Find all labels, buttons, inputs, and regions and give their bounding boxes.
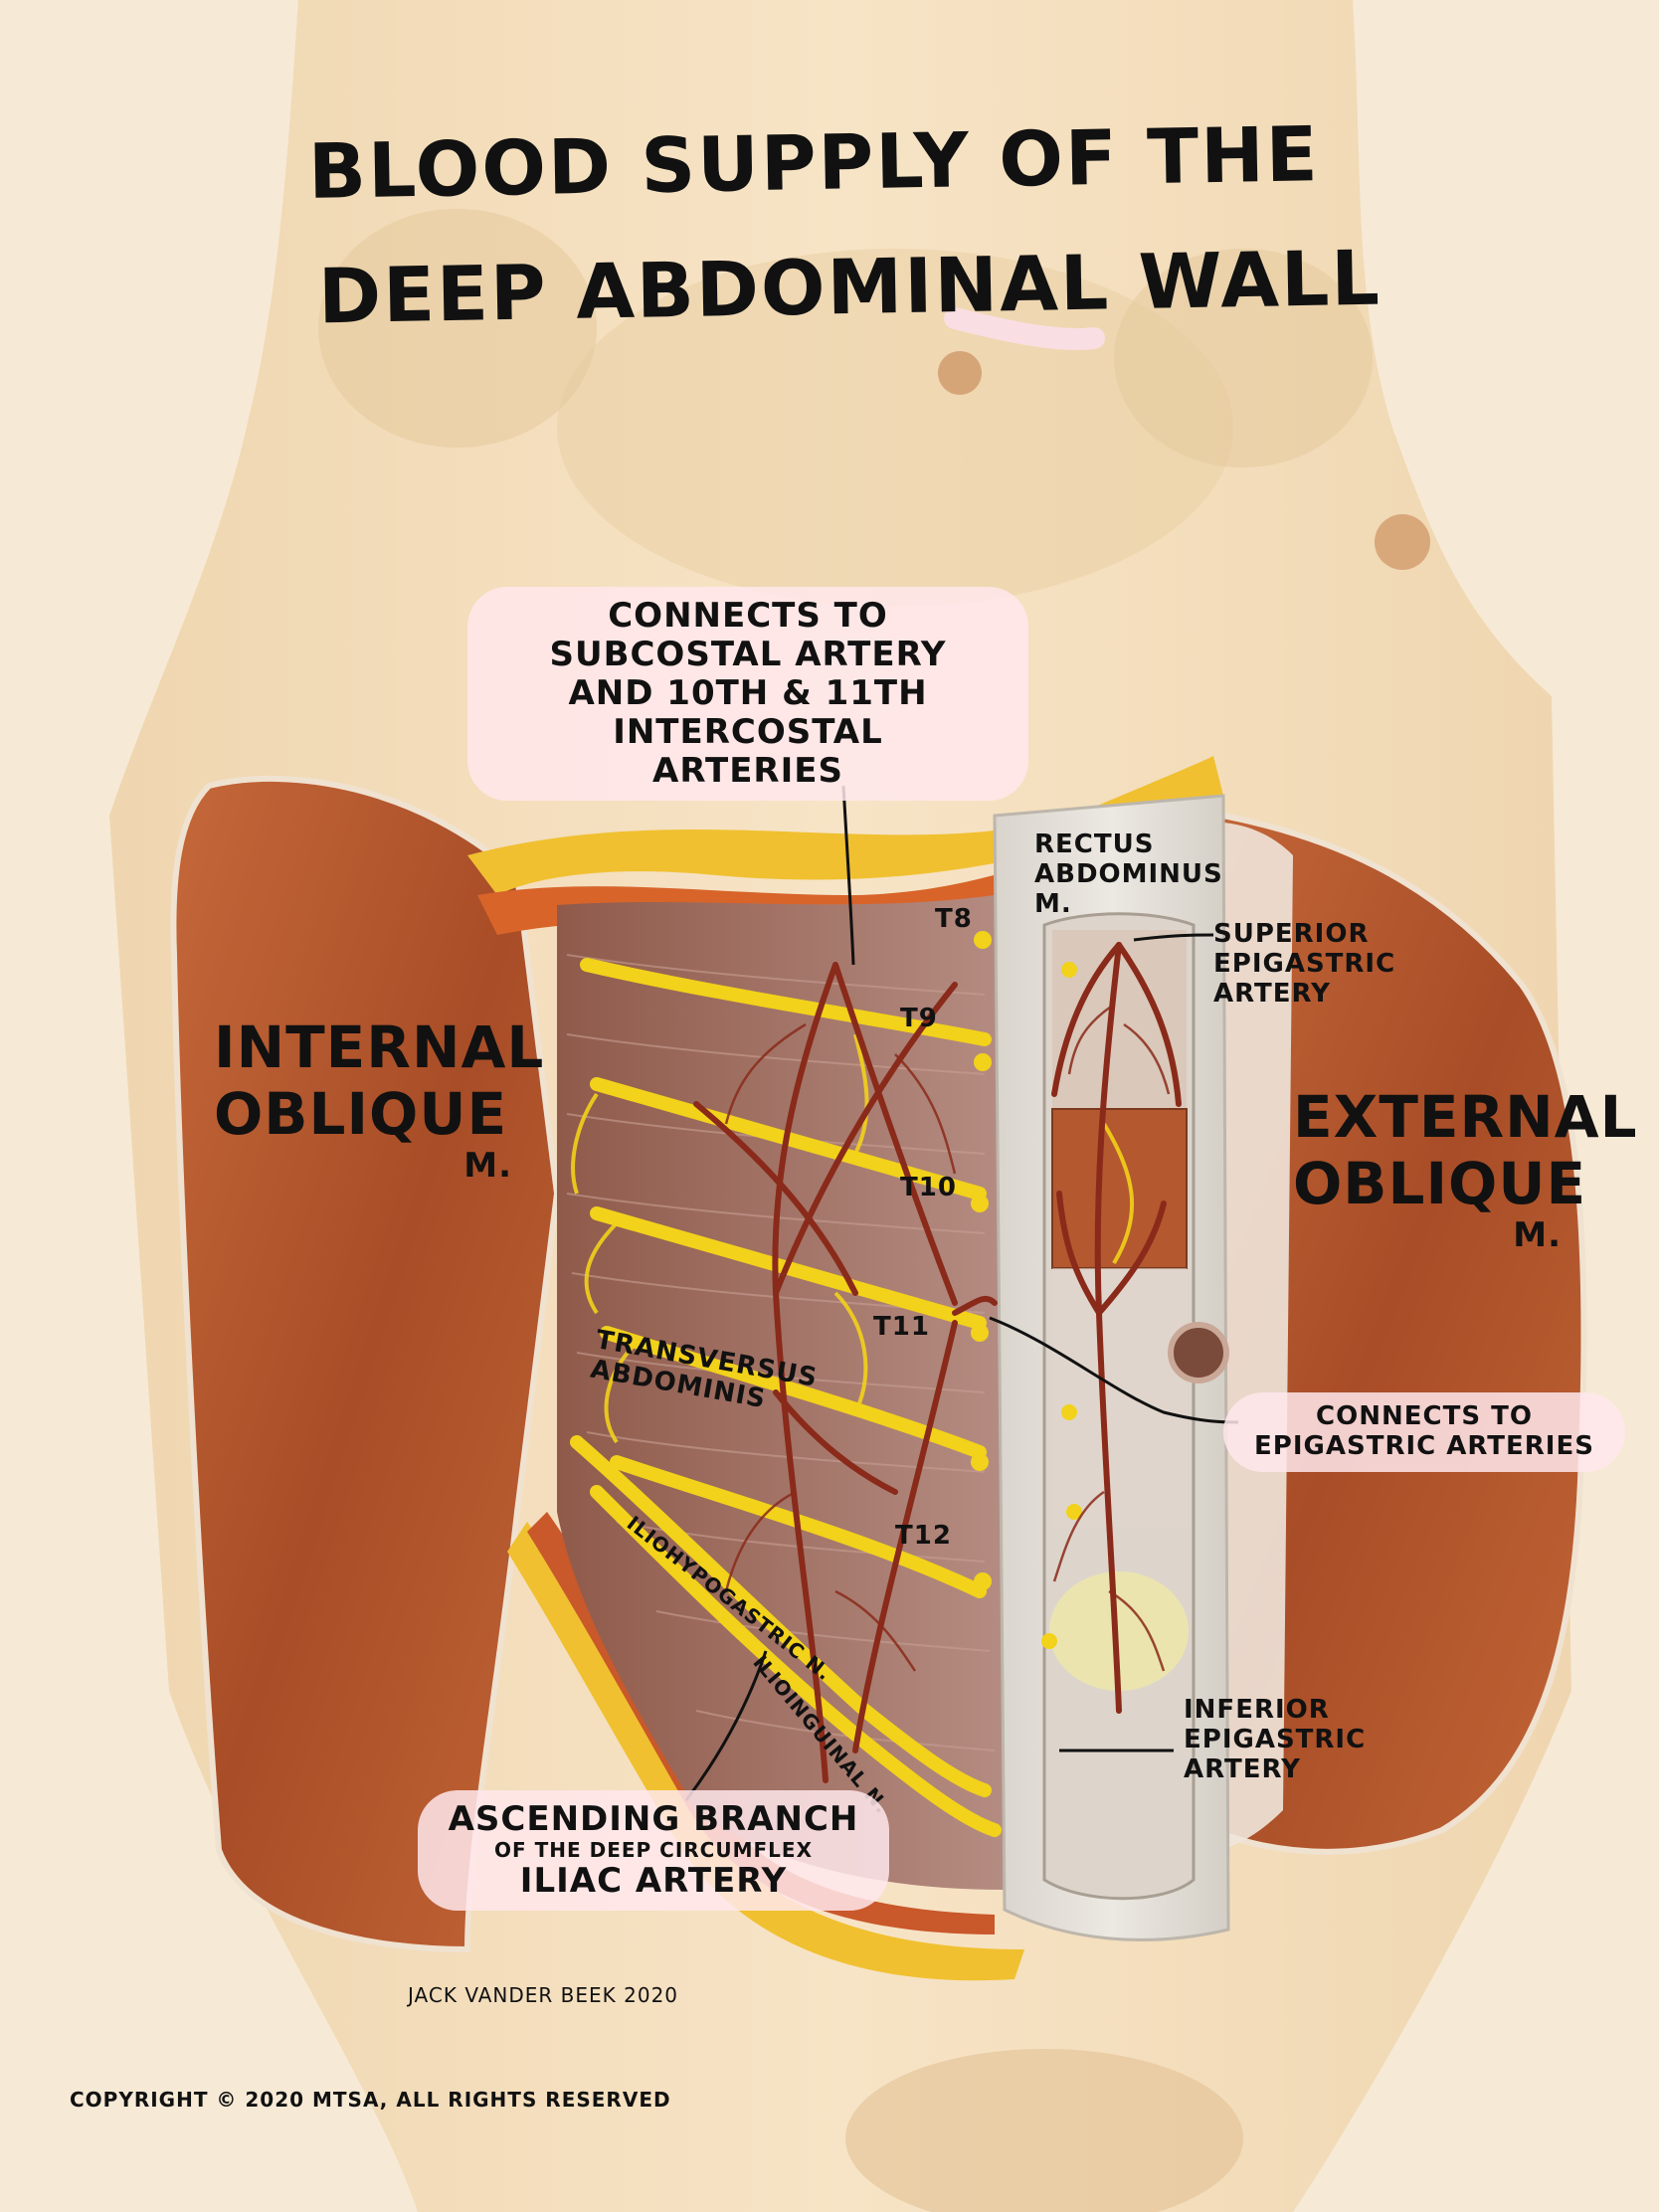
nipple-right xyxy=(938,351,982,395)
connects-epigastric-line-1: Connects to xyxy=(1316,1401,1533,1431)
rectus-label: Rectus Abdominus m. xyxy=(1034,830,1223,919)
connects-subcostal-line-3: and 10th & 11th Intercostal xyxy=(568,673,928,753)
external-oblique-m: m. xyxy=(1513,1215,1562,1256)
signature: Jack Vander Beek 2020 xyxy=(408,1983,679,2007)
title-line-2: Deep Abdominal Wall xyxy=(317,233,1382,341)
nerve-level-t10: T10 xyxy=(900,1173,957,1202)
connects-subcostal-label: Connects to Subcostal Artery and 10th & … xyxy=(467,587,1028,802)
external-oblique-label: External Oblique m. xyxy=(1293,1083,1638,1256)
ascending-branch-line-3: Iliac Artery xyxy=(519,1861,788,1902)
fat-layer-top xyxy=(467,756,1223,895)
ascending-branch-label: Ascending Branch of the Deep Circumflex … xyxy=(418,1790,889,1912)
connects-subcostal-line-1: Connects to xyxy=(608,596,888,636)
nerve-level-t11: T11 xyxy=(873,1312,930,1342)
superior-epigastric-label: Superior Epigastric Artery xyxy=(1213,919,1396,1009)
connects-subcostal-line-4: Arteries xyxy=(652,751,843,792)
internal-oblique-m: m. xyxy=(463,1146,512,1187)
intercostal-nerves xyxy=(570,958,1002,1837)
internal-oblique-label: Internal Oblique m. xyxy=(214,1014,545,1187)
connects-epigastric-line-2: Epigastric Arteries xyxy=(1254,1430,1594,1461)
ascending-branch-line-2: of the Deep Circumflex xyxy=(493,1838,813,1863)
inferior-epigastric-label: Inferior Epigastric Artery xyxy=(1184,1695,1367,1784)
title-line-1: Blood Supply of the xyxy=(307,109,1321,216)
external-oblique-name: External Oblique xyxy=(1293,1083,1638,1217)
connects-epigastric-label: Connects to Epigastric Arteries xyxy=(1223,1392,1625,1472)
nerve-level-t12: T12 xyxy=(895,1521,952,1551)
nipple-left xyxy=(1375,514,1430,570)
copyright: Copyright © 2020 MTSA, All Rights Reserv… xyxy=(70,2088,671,2112)
ascending-branch-line-1: Ascending Branch xyxy=(448,1799,859,1839)
internal-oblique-name: Internal Oblique xyxy=(214,1014,545,1148)
leader-lines xyxy=(684,785,1239,1801)
nerve-level-t9: T9 xyxy=(900,1004,938,1033)
nerve-level-t8: T8 xyxy=(935,904,973,934)
umbilicus xyxy=(1168,1322,1229,1383)
connects-subcostal-line-2: Subcostal Artery xyxy=(549,635,947,675)
